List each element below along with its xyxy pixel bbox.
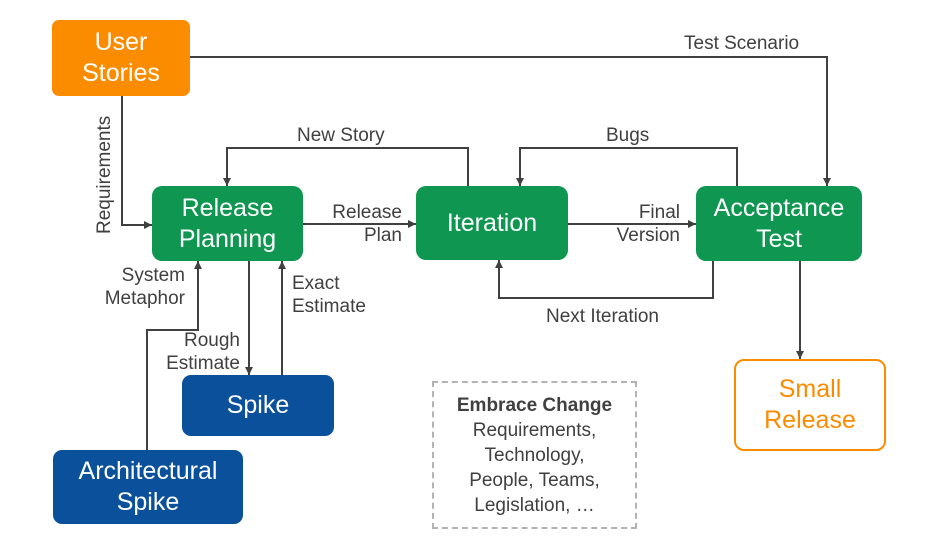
note-line: Requirements, [472,419,597,441]
note-line: Technology, [484,444,585,466]
iteration-node: Iteration [416,186,568,260]
user-stories-node: User Stories [52,20,190,96]
exact-estimate-label: Exact Estimate [292,273,366,317]
arrow-test-scenario [190,56,831,186]
release-planning-node: Release Planning [152,186,303,261]
spike-node: Spike [182,375,334,436]
arrow-system-metaphor [146,261,202,450]
embrace-change-note: Embrace Change Requirements, Technology,… [432,381,637,529]
rough-estimate-label: Rough Estimate [166,330,240,374]
next-iteration-label: Next Iteration [546,306,659,327]
small-release-node: Small Release [734,359,886,451]
new-story-label: New Story [297,125,385,146]
bugs-label: Bugs [606,125,650,146]
acceptance-test-node: Acceptance Test [696,186,862,261]
test-scenario-label: Test Scenario [684,33,800,54]
requirements-label: Requirements [94,115,115,234]
system-metaphor-label: System Metaphor [104,265,185,309]
architectural-spike-node: Architectural Spike [53,450,243,524]
arrow-requirements [121,96,152,229]
arrow-new-story [223,147,469,186]
arrow-bugs [516,147,738,186]
embrace-change-title: Embrace Change [456,394,613,416]
arrow-next-iteration [495,260,714,299]
final-version-label: Final Version [616,202,680,246]
note-line: People, Teams, [469,469,600,491]
release-plan-label: Release Plan [332,202,402,246]
note-line: Legislation, … [474,494,595,516]
